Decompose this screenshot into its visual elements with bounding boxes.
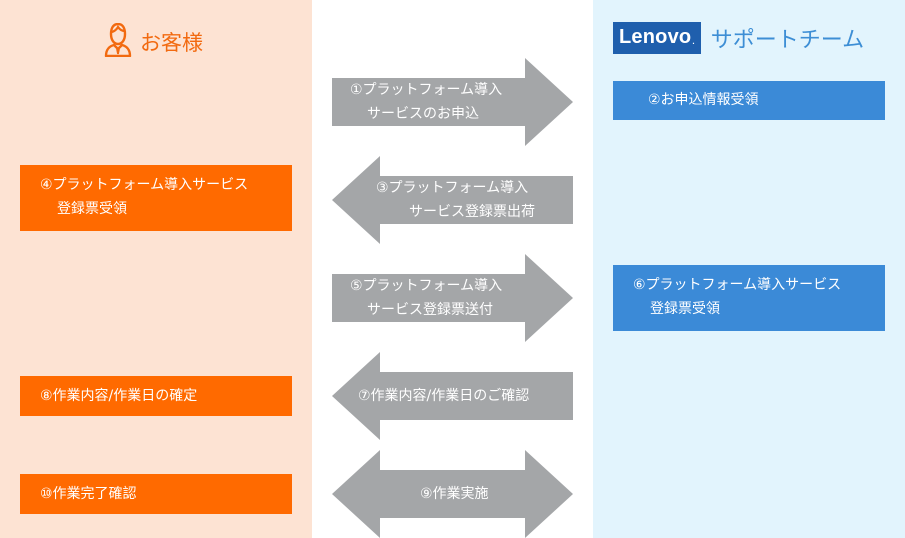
lenovo-logo: Lenovo. (613, 22, 701, 54)
customer-column (0, 0, 312, 538)
step-2-text: ②お申込情報受領 (648, 92, 759, 108)
step-9-text: ⑨作業実施 (420, 486, 489, 502)
support-header: Lenovo. サポートチーム (613, 20, 864, 56)
step-1-arrow: ①プラットフォーム導入 サービスのお申込 (332, 58, 573, 146)
step-5-arrow: ⑤プラットフォーム導入 サービス登録票送付 (332, 254, 573, 342)
step-10-text: ⑩作業完了確認 (40, 486, 137, 502)
step-10-box: ⑩作業完了確認 (20, 474, 292, 514)
step-2-box: ②お申込情報受領 (613, 81, 885, 120)
step-4-line1: ④プラットフォーム導入サービス (40, 177, 249, 193)
step-5-line2: サービス登録票送付 (367, 302, 493, 318)
step-6-line2: 登録票受領 (650, 301, 720, 317)
step-3-arrow: ③プラットフォーム導入 サービス登録票出荷 (332, 156, 573, 244)
step-3-line2: サービス登録票出荷 (409, 204, 535, 220)
step-9-arrow: ⑨作業実施 (332, 450, 573, 538)
step-1-line1: ①プラットフォーム導入 (350, 82, 503, 98)
step-3-line1: ③プラットフォーム導入 (376, 180, 529, 196)
step-8-box: ⑧作業内容/作業日の確定 (20, 376, 292, 416)
step-6-line1: ⑥プラットフォーム導入サービス (633, 277, 842, 293)
step-4-line2: 登録票受領 (57, 201, 127, 217)
step-7-text: ⑦作業内容/作業日のご確認 (358, 388, 530, 404)
person-icon (104, 22, 132, 61)
step-6-box: ⑥プラットフォーム導入サービス 登録票受領 (613, 265, 885, 331)
step-7-arrow: ⑦作業内容/作業日のご確認 (332, 352, 573, 440)
step-5-line1: ⑤プラットフォーム導入 (350, 278, 503, 294)
support-title: サポートチーム (710, 28, 865, 53)
customer-title: お客様 (140, 31, 203, 55)
step-1-line2: サービスのお申込 (367, 106, 479, 122)
step-4-box: ④プラットフォーム導入サービス 登録票受領 (20, 165, 292, 231)
customer-header: お客様 (104, 22, 203, 62)
step-8-text: ⑧作業内容/作業日の確定 (40, 388, 198, 404)
